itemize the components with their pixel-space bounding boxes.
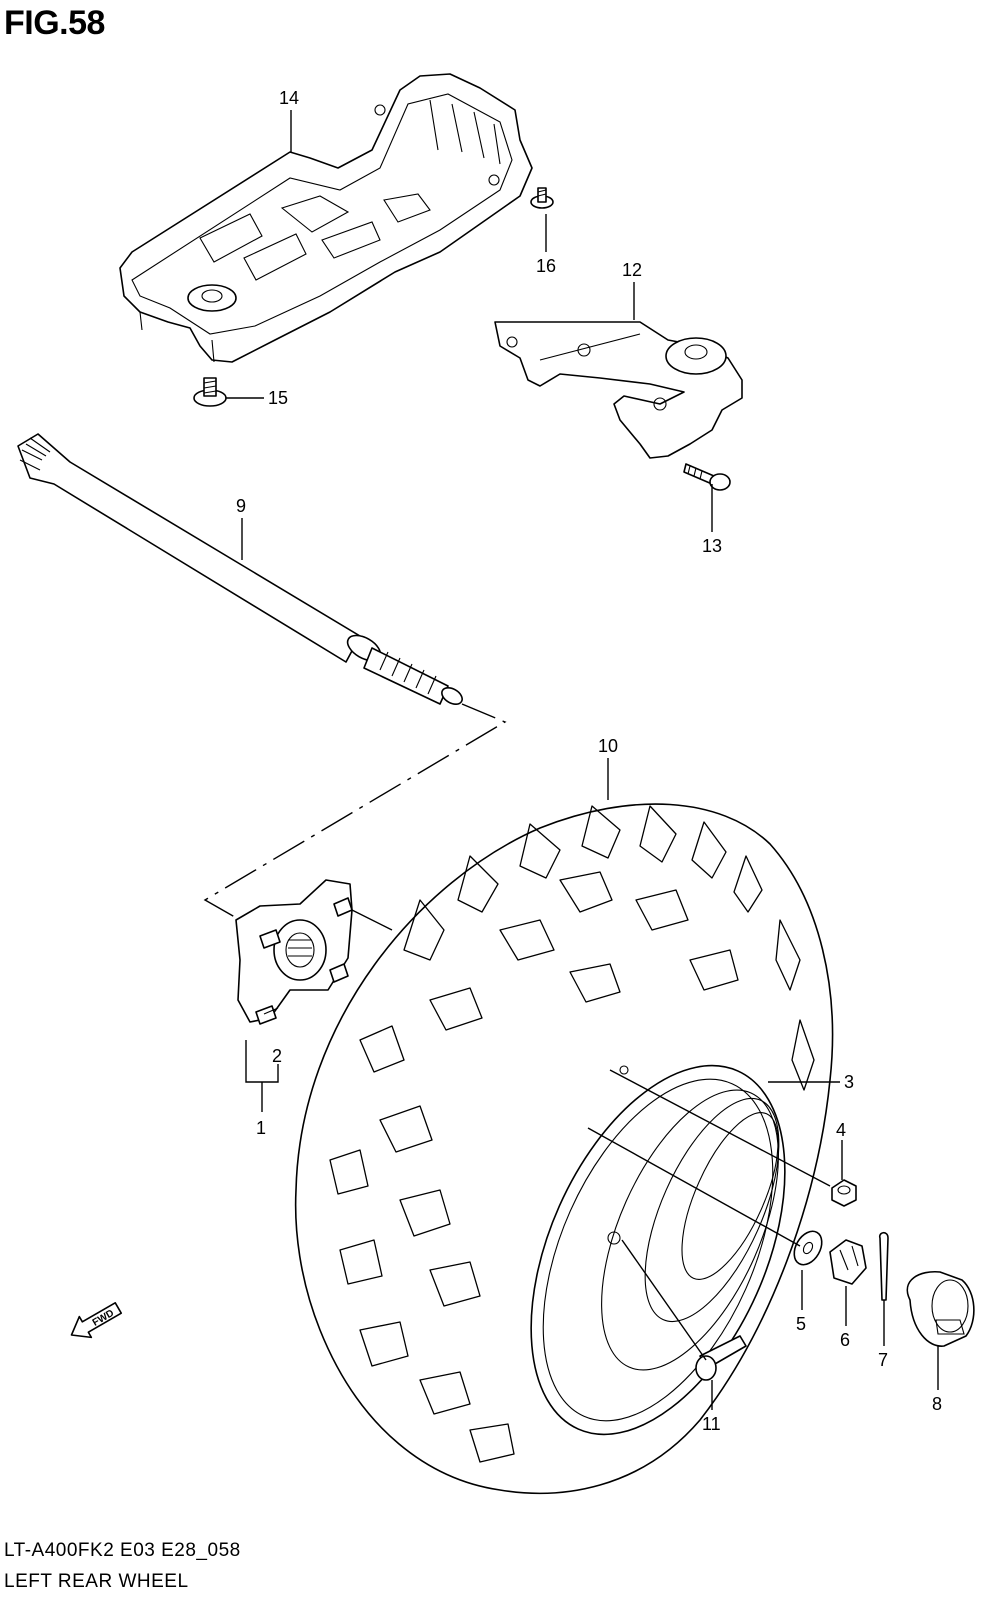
callout-5[interactable]: 5: [796, 1314, 806, 1334]
part-6-castle-nut[interactable]: [829, 1239, 867, 1285]
part-9-axle-shaft[interactable]: [17, 433, 465, 708]
part-11-valve-stem[interactable]: [695, 1335, 747, 1381]
assembly-line: [203, 703, 507, 921]
callout-15[interactable]: 15: [268, 388, 288, 408]
callout-7[interactable]: 7: [878, 1350, 888, 1370]
callout-6[interactable]: 6: [840, 1330, 850, 1350]
part-13-bolt[interactable]: [683, 463, 731, 491]
callout-2[interactable]: 2: [272, 1046, 282, 1066]
callout-9[interactable]: 9: [236, 496, 246, 516]
part-3-rim[interactable]: [480, 1027, 837, 1473]
callout-11[interactable]: 11: [702, 1414, 721, 1434]
part-15-bolt[interactable]: [193, 377, 227, 407]
figure-title: FIG.58: [4, 4, 105, 42]
callout-3[interactable]: 3: [844, 1072, 854, 1092]
part-1-hub[interactable]: [235, 879, 353, 1025]
callout-8[interactable]: 8: [932, 1394, 942, 1414]
callout-10[interactable]: 10: [598, 736, 618, 756]
part-4-nut[interactable]: [831, 1179, 857, 1207]
section-title: LEFT REAR WHEEL: [4, 1571, 189, 1592]
part-8-hub-cap[interactable]: [906, 1270, 975, 1347]
callout-13[interactable]: 13: [702, 536, 722, 556]
part-7-cotter-pin[interactable]: [878, 1231, 889, 1301]
part-2-stud[interactable]: [263, 1007, 279, 1015]
fwd-label: FWD: [91, 1308, 116, 1329]
part-12-bracket[interactable]: [494, 321, 743, 459]
fwd-arrow-icon: FWD: [70, 1302, 123, 1339]
callout-12[interactable]: 12: [622, 260, 642, 280]
callout-4[interactable]: 4: [836, 1120, 846, 1140]
part-5-washer[interactable]: [789, 1226, 828, 1269]
part-16-bolt[interactable]: [530, 187, 554, 209]
callout-14[interactable]: 14: [279, 88, 299, 108]
callout-16[interactable]: 16: [536, 256, 556, 276]
callout-1[interactable]: 1: [256, 1118, 266, 1138]
part-14-skid-plate[interactable]: [119, 73, 533, 363]
model-code: LT-A400FK2 E03 E28_058: [4, 1540, 241, 1561]
